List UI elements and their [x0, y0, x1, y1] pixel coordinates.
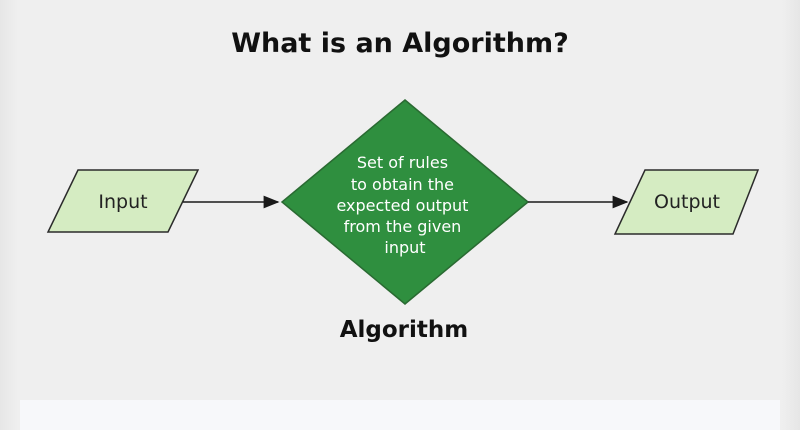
page-title: What is an Algorithm? [231, 28, 569, 59]
process-text: Set of rules to obtain the expected outp… [336, 153, 473, 257]
input-node: Input [46, 169, 200, 233]
process-line-3: expected output [336, 196, 468, 215]
input-shape [46, 169, 200, 233]
process-line-4: from the given [344, 217, 462, 236]
process-line-1: Set of rules [357, 153, 448, 172]
process-line-2: to obtain the [351, 175, 454, 194]
output-node: Output [613, 169, 760, 235]
bottom-strip [20, 400, 780, 430]
process-node: Set of rules to obtain the expected outp… [280, 99, 530, 305]
process-diamond-shape [280, 99, 530, 305]
output-label: Output [654, 191, 720, 213]
input-label: Input [98, 191, 147, 213]
process-caption: Algorithm [340, 317, 469, 343]
process-line-5: input [384, 238, 425, 257]
output-shape [613, 169, 760, 235]
